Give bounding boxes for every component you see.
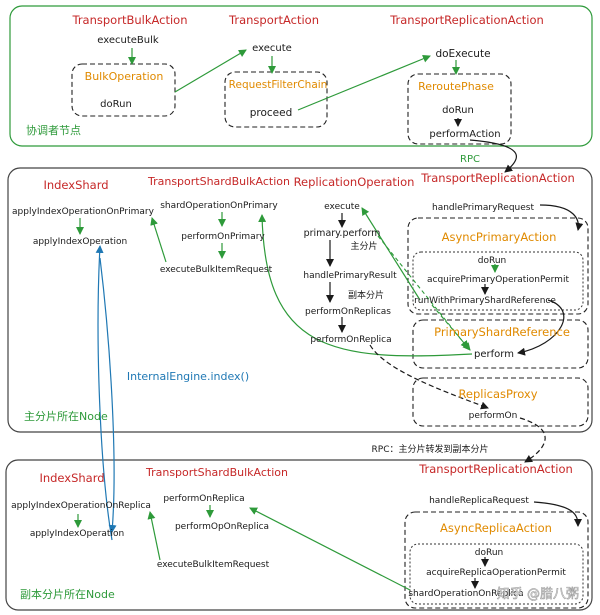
replica-handle-replica-request: handleReplicaRequest xyxy=(429,496,529,506)
primary-acquire-permit: acquirePrimaryOperationPermit xyxy=(427,275,569,285)
primary-replicas-proxy: ReplicasProxy xyxy=(458,387,537,401)
primary-transport-shard-bulk-action: TransportShardBulkAction xyxy=(147,175,290,188)
replica-execute-bulk-item: executeBulkItemRequest xyxy=(157,560,270,570)
replicas-proxy-box xyxy=(412,377,589,427)
coordinator-node-frame xyxy=(9,5,593,147)
replica-apply-on-replica: applyIndexOperationOnReplica xyxy=(11,501,151,511)
coord-transport-replication-action: TransportReplicationAction xyxy=(389,13,544,27)
coord-bulk-operation: BulkOperation xyxy=(85,70,164,83)
bulk-operation-box xyxy=(71,63,176,117)
primary-node-label: 主分片所在Node xyxy=(24,410,108,423)
replica-perform-on-replica: performOnReplica xyxy=(163,494,244,504)
request-filter-chain-box xyxy=(224,71,328,128)
replica-shard-op-on-replica: shardOperationOnReplica xyxy=(408,589,523,599)
replica-transport-replication-action: TransportReplicationAction xyxy=(418,462,573,476)
coord-reroute-phase: ReroutePhase xyxy=(418,80,494,93)
primary-perform-on: performOn xyxy=(469,411,518,421)
replica-perform-op-on-replica: performOpOnReplica xyxy=(175,522,269,532)
coord-do-execute: doExecute xyxy=(435,48,490,60)
primary-shard-note: 主分片 xyxy=(350,240,377,252)
coord-execute: execute xyxy=(252,43,292,54)
primary-execute-bulk-item: executeBulkItemRequest xyxy=(160,265,273,275)
coordinator-node-label: 协调者节点 xyxy=(26,123,81,137)
replica-acquire-permit: acquireReplicaOperationPermit xyxy=(426,568,566,578)
primary-shard-reference-label: PrimaryShardReference xyxy=(434,325,570,339)
primary-node-frame xyxy=(7,167,593,433)
replica-async-replica-action: AsyncReplicaAction xyxy=(440,521,552,535)
primary-transport-replication-action: TransportReplicationAction xyxy=(420,171,575,185)
primary-do-run: doRun xyxy=(478,256,506,266)
async-primary-inner-box xyxy=(412,251,584,311)
async-replica-inner-box xyxy=(409,543,584,605)
coord-perform-action: performAction xyxy=(429,129,500,140)
rpc-label: RPC xyxy=(460,154,480,165)
primary-replication-operation: ReplicationOperation xyxy=(294,175,415,189)
async-replica-action-box xyxy=(404,511,589,609)
primary-handle-primary-request: handlePrimaryRequest xyxy=(432,203,534,213)
coord-bulk-do-run: doRun xyxy=(100,99,132,110)
async-primary-action-box xyxy=(407,217,589,315)
primary-handle-primary-result: handlePrimaryResult xyxy=(303,271,397,281)
primary-perform-on-replica: performOnReplica xyxy=(310,335,391,345)
replica-apply-index-op: applyIndexOperation xyxy=(30,529,124,539)
internal-engine-index-label: InternalEngine.index() xyxy=(127,370,249,383)
coord-transport-bulk-action: TransportBulkAction xyxy=(71,13,187,27)
replica-node-frame xyxy=(5,459,593,611)
replica-do-run: doRun xyxy=(475,548,503,558)
replica-node-label: 副本分片所在Node xyxy=(20,587,115,601)
replica-shard-note: 副本分片 xyxy=(348,289,384,301)
primary-perform-on-replicas: performOnReplicas xyxy=(305,307,391,317)
primary-apply-index-op: applyIndexOperation xyxy=(33,237,127,247)
coord-proceed: proceed xyxy=(250,107,293,119)
coord-execute-bulk: executeBulk xyxy=(97,35,159,46)
replica-transport-shard-bulk-action: TransportShardBulkAction xyxy=(145,466,288,479)
coord-transport-action: TransportAction xyxy=(228,13,319,27)
rpc-forward-label: RPC：主分片转发到副本分片 xyxy=(372,443,489,455)
primary-async-primary-action: AsyncPrimaryAction xyxy=(442,230,557,244)
primary-shard-op-on-primary: shardOperationOnPrimary xyxy=(160,201,278,211)
primary-shard-reference-box xyxy=(412,319,589,369)
replica-index-shard: IndexShard xyxy=(39,471,104,485)
coord-reroute-do-run: doRun xyxy=(442,105,474,116)
primary-index-shard: IndexShard xyxy=(43,178,108,192)
primary-apply-on-primary: applyIndexOperationOnPrimary xyxy=(12,207,155,217)
primary-ro-execute: execute xyxy=(324,202,360,212)
primary-perform: perform xyxy=(474,349,514,360)
coord-request-filter-chain: RequestFilterChain xyxy=(229,79,328,91)
primary-ro-primary-perform: primary.perform xyxy=(304,228,381,239)
primary-run-with-reference: runWithPrimaryShardReference xyxy=(414,296,556,306)
watermark: 知乎 @腊八粥 xyxy=(497,586,579,602)
primary-perform-on-primary: performOnPrimary xyxy=(181,232,265,242)
